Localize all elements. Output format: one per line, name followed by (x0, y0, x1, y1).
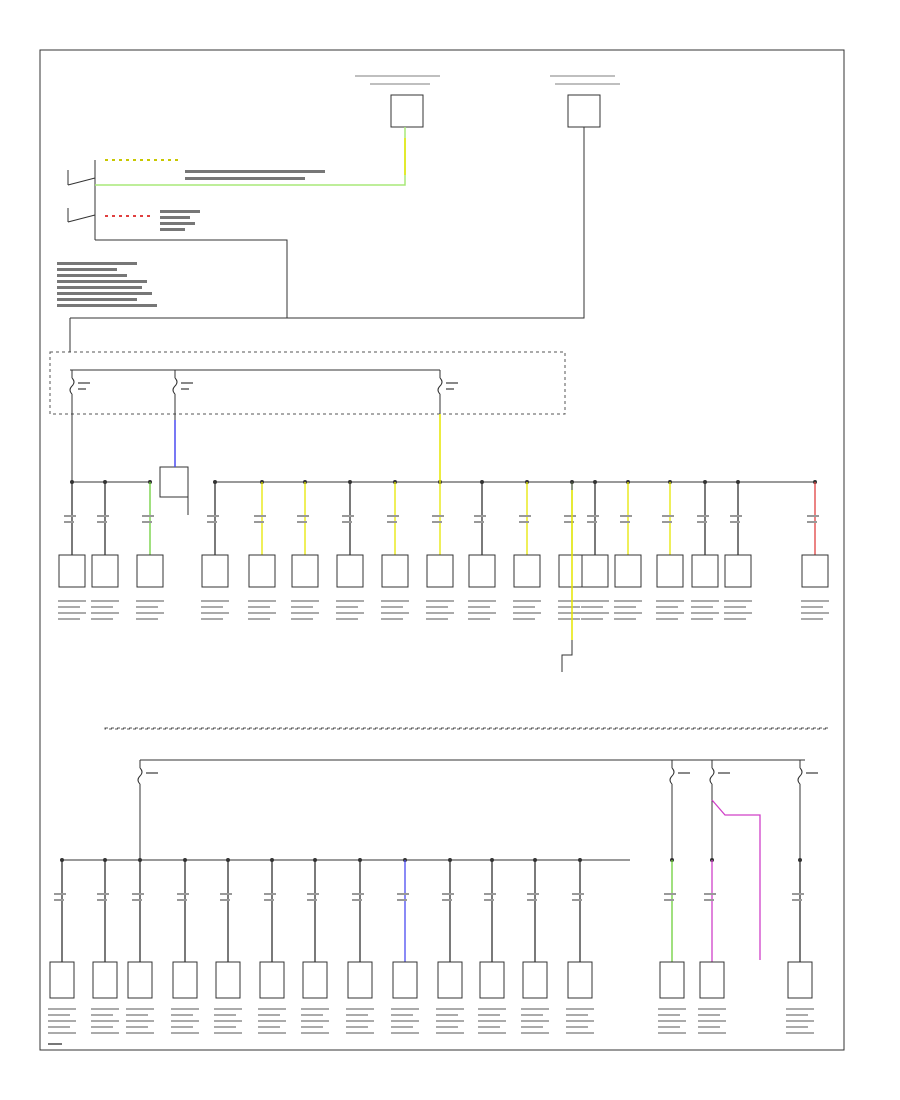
fuse-g1 (137, 760, 158, 860)
load-L14 (614, 480, 642, 620)
load-L1 (58, 480, 86, 620)
load-L15 (656, 480, 684, 620)
diagram-frame (39, 49, 845, 1051)
fuse-box-section-1 (49, 351, 566, 415)
load-L17 (724, 480, 752, 620)
load-L2 (91, 480, 119, 620)
load-M16 (786, 858, 814, 1034)
load-L13 (581, 480, 609, 620)
fuse-g2 (669, 760, 690, 860)
load-M14 (658, 858, 686, 1034)
wire-c2-feed (287, 127, 585, 319)
load-L9 (426, 480, 454, 620)
fuse-f2 (172, 370, 193, 414)
top-component-c2 (550, 75, 620, 128)
load-L11 (513, 480, 541, 620)
load-L18 (801, 480, 829, 620)
section-1-loads (58, 480, 829, 620)
load-L3 (136, 480, 164, 620)
load-L16 (691, 480, 719, 620)
load-M9 (391, 858, 419, 1034)
load-M8 (346, 858, 374, 1034)
load-M11 (478, 858, 506, 1034)
load-M2 (91, 858, 119, 1034)
load-M5 (214, 858, 242, 1034)
load-L5 (248, 480, 276, 620)
relay-component (159, 466, 189, 498)
load-L10 (468, 480, 496, 620)
load-M13 (566, 858, 594, 1034)
section-1-fuses (69, 370, 458, 414)
load-M7 (301, 858, 329, 1034)
fuse-g4 (797, 760, 818, 860)
load-L7 (336, 480, 364, 620)
header-notes (57, 170, 325, 307)
load-M3 (126, 858, 154, 1034)
load-L8 (381, 480, 409, 620)
load-M10 (436, 858, 464, 1034)
ignition-switch (67, 159, 180, 240)
divider-section-2 (104, 727, 829, 730)
section-2-fuses (137, 760, 818, 860)
load-L4 (201, 480, 229, 620)
load-L6 (291, 480, 319, 620)
load-M4 (171, 858, 199, 1034)
load-M6 (258, 858, 286, 1034)
load-M15 (698, 858, 726, 1034)
fuse-f1 (69, 370, 90, 414)
wire-switch-to-c1 (95, 127, 406, 186)
top-component-c1 (355, 75, 440, 128)
section-2-loads (48, 858, 814, 1034)
load-M12 (521, 858, 549, 1034)
fuse-g3 (709, 760, 730, 860)
section-2-distribution (61, 799, 761, 960)
ground-mark (48, 1043, 62, 1045)
fuse-f3 (437, 370, 458, 414)
load-M1 (48, 858, 76, 1034)
wire-main-feed (70, 239, 288, 319)
